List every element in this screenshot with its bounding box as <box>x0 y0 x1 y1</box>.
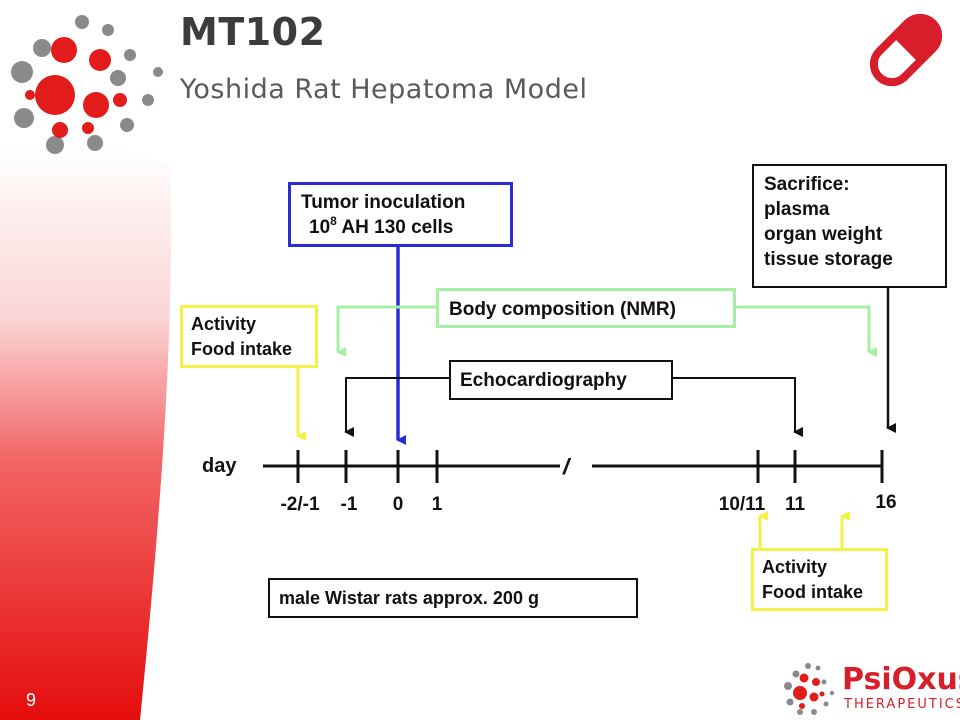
nmr-arrow-right <box>735 305 877 357</box>
cell-count-exponent: 8 <box>330 213 337 228</box>
pill-icon <box>869 13 943 87</box>
activity-line: Food intake <box>762 582 864 602</box>
sacrifice-line: organ weight <box>764 224 883 245</box>
body-composition-box: Body composition (NMR) <box>436 288 736 328</box>
brand-logo: PsiOxus THERAPEUTICS <box>782 660 960 718</box>
echo-arrow-left <box>344 377 449 437</box>
tick-label: 16 <box>875 492 897 513</box>
activity-line: Food intake <box>191 339 293 359</box>
animals-box: male Wistar rats approx. 200 g <box>268 578 638 618</box>
tick-label: 0 <box>392 494 404 515</box>
brand-name: PsiOxus <box>842 662 960 697</box>
animals-label: male Wistar rats approx. 200 g <box>279 588 539 608</box>
sacrifice-line: plasma <box>764 199 830 220</box>
cell-line-name: AH 130 cells <box>336 217 454 238</box>
logo-dot-cluster <box>784 663 835 715</box>
activity-box-before: Activity Food intake <box>180 305 318 368</box>
tumor-inoculation-box: Tumor inoculation 108 AH 130 cells <box>288 182 513 247</box>
tick-label: 1 <box>431 494 443 515</box>
axis-label: day <box>202 455 237 477</box>
tick-label: -1 <box>340 494 358 515</box>
echocardiography-label: Echocardiography <box>460 370 627 391</box>
tick-label: 11 <box>784 494 806 515</box>
body-composition-label: Body composition (NMR) <box>449 299 676 320</box>
activity-box-after: Activity Food intake <box>751 548 888 611</box>
cell-count-base: 10 <box>309 217 331 238</box>
slide-title: MT102 <box>180 10 326 54</box>
nmr-arrow-left <box>336 305 437 357</box>
brand-tagline: THERAPEUTICS <box>844 697 960 712</box>
sacrifice-box: Sacrifice: plasma organ weight tissue st… <box>752 164 947 288</box>
activity-line: Activity <box>762 557 828 577</box>
activity-line: Activity <box>191 314 257 334</box>
slide-subtitle: Yoshida Rat Hepatoma Model <box>180 74 588 105</box>
sacrifice-line: tissue storage <box>764 249 893 270</box>
tick-label: -2/-1 <box>280 494 320 515</box>
echocardiography-box: Echocardiography <box>449 360 673 400</box>
page-number: 9 <box>26 690 37 710</box>
tumor-box-line1: Tumor inoculation <box>301 192 466 213</box>
tumor-box-line2: 108 AH 130 cells <box>301 215 510 240</box>
echo-arrow-right <box>673 377 803 437</box>
sacrifice-line: Sacrifice: <box>764 174 850 195</box>
tick-label: 10/11 <box>718 494 766 515</box>
dot-cluster-decoration <box>11 15 163 154</box>
